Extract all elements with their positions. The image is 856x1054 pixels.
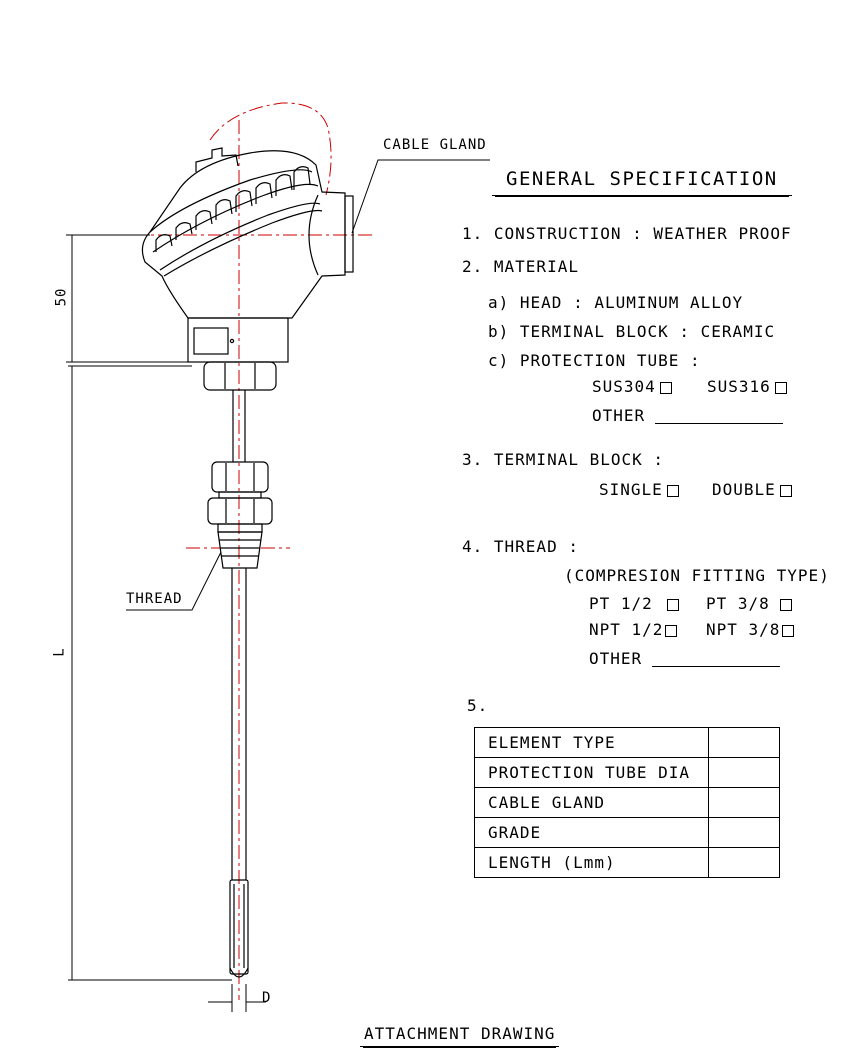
- table-label: CABLE GLAND: [474, 787, 709, 818]
- option-double-label: DOUBLE: [712, 480, 776, 499]
- option-other-thread[interactable]: OTHER: [589, 649, 781, 668]
- other-tube-blank[interactable]: [655, 423, 784, 424]
- spec-fitting-type: (COMPRESION FITTING TYPE): [564, 566, 830, 585]
- footer-title: ATTACHMENT DRAWING: [360, 1026, 560, 1047]
- table-row: PROTECTION TUBE DIA: [474, 757, 780, 788]
- option-single[interactable]: SINGLE: [599, 482, 679, 498]
- option-single-label: SINGLE: [599, 480, 663, 499]
- spec-terminal-block: 3. TERMINAL BLOCK :: [462, 450, 665, 469]
- spec-material: 2. MATERIAL: [462, 257, 579, 276]
- dimension-d-label: D: [262, 990, 272, 1006]
- checkbox-npt-1-2[interactable]: [665, 624, 678, 637]
- stem-lower: [229, 568, 249, 978]
- option-sus304[interactable]: SUS304: [592, 379, 672, 395]
- checkbox-npt-3-8[interactable]: [782, 624, 795, 637]
- leader-lines: [126, 159, 490, 611]
- option-npt-1-2-label: NPT 1/2: [589, 620, 664, 639]
- checkbox-sus304[interactable]: [659, 381, 672, 394]
- spec-table: ELEMENT TYPE PROTECTION TUBE DIA CABLE G…: [474, 727, 780, 878]
- option-npt-1-2[interactable]: NPT 1/2: [589, 620, 678, 639]
- option-pt-3-8[interactable]: PT 3/8: [706, 596, 792, 612]
- option-other-thread-label: OTHER: [589, 649, 643, 668]
- spec-terminal-block-material: b) TERMINAL BLOCK : CERAMIC: [488, 322, 776, 341]
- spec-head-material: a) HEAD : ALUMINUM ALLOY: [488, 293, 744, 312]
- spec-item-5: 5.: [467, 696, 489, 715]
- option-other-tube-label: OTHER: [592, 406, 646, 425]
- dimension-lines: [66, 234, 266, 1012]
- checkbox-sus316[interactable]: [774, 381, 787, 394]
- spec-protection-tube: c) PROTECTION TUBE :: [488, 351, 701, 370]
- option-pt-1-2[interactable]: PT 1/2: [589, 596, 679, 612]
- option-npt-3-8[interactable]: NPT 3/8: [706, 620, 795, 639]
- checkbox-pt-1-2[interactable]: [666, 598, 679, 611]
- table-value-cell[interactable]: [708, 847, 780, 878]
- option-double[interactable]: DOUBLE: [712, 482, 792, 498]
- spec-thread: 4. THREAD :: [462, 537, 579, 556]
- other-thread-blank[interactable]: [652, 666, 781, 667]
- table-row: LENGTH (Lmm): [474, 847, 780, 878]
- table-label: PROTECTION TUBE DIA: [474, 757, 709, 788]
- option-pt-3-8-label: PT 3/8: [706, 594, 770, 613]
- table-row: ELEMENT TYPE: [474, 727, 780, 758]
- option-pt-1-2-label: PT 1/2: [589, 594, 653, 613]
- compression-fitting: [207, 461, 273, 569]
- spec-construction: 1. CONSTRUCTION : WEATHER PROOF: [462, 224, 792, 243]
- cable-gland-callout: CABLE GLAND: [383, 137, 487, 153]
- table-value-cell[interactable]: [708, 727, 780, 758]
- option-sus316-label: SUS316: [707, 377, 771, 396]
- checkbox-single[interactable]: [666, 484, 679, 497]
- table-row: GRADE: [474, 817, 780, 848]
- table-value-cell[interactable]: [708, 817, 780, 848]
- table-row: CABLE GLAND: [474, 787, 780, 818]
- head-fins: [155, 166, 311, 252]
- option-sus316[interactable]: SUS316: [707, 379, 787, 395]
- table-label: LENGTH (Lmm): [474, 847, 709, 878]
- center-lines: [108, 102, 372, 1000]
- option-sus304-label: SUS304: [592, 377, 656, 396]
- table-value-cell[interactable]: [708, 787, 780, 818]
- option-npt-3-8-label: NPT 3/8: [706, 620, 781, 639]
- dimension-50-label: 50: [53, 287, 70, 307]
- table-value-cell[interactable]: [708, 757, 780, 788]
- table-label: GRADE: [474, 817, 709, 848]
- checkbox-pt-3-8[interactable]: [779, 598, 792, 611]
- table-label: ELEMENT TYPE: [474, 727, 709, 758]
- terminal-head: [141, 147, 354, 363]
- head-nut: [203, 361, 277, 391]
- stem-upper: [232, 390, 246, 462]
- checkbox-double[interactable]: [779, 484, 792, 497]
- spec-heading: GENERAL SPECIFICATION: [492, 170, 792, 196]
- dimension-l-label: L: [51, 647, 68, 657]
- option-other-tube[interactable]: OTHER: [592, 406, 784, 425]
- thread-callout: THREAD: [126, 591, 183, 607]
